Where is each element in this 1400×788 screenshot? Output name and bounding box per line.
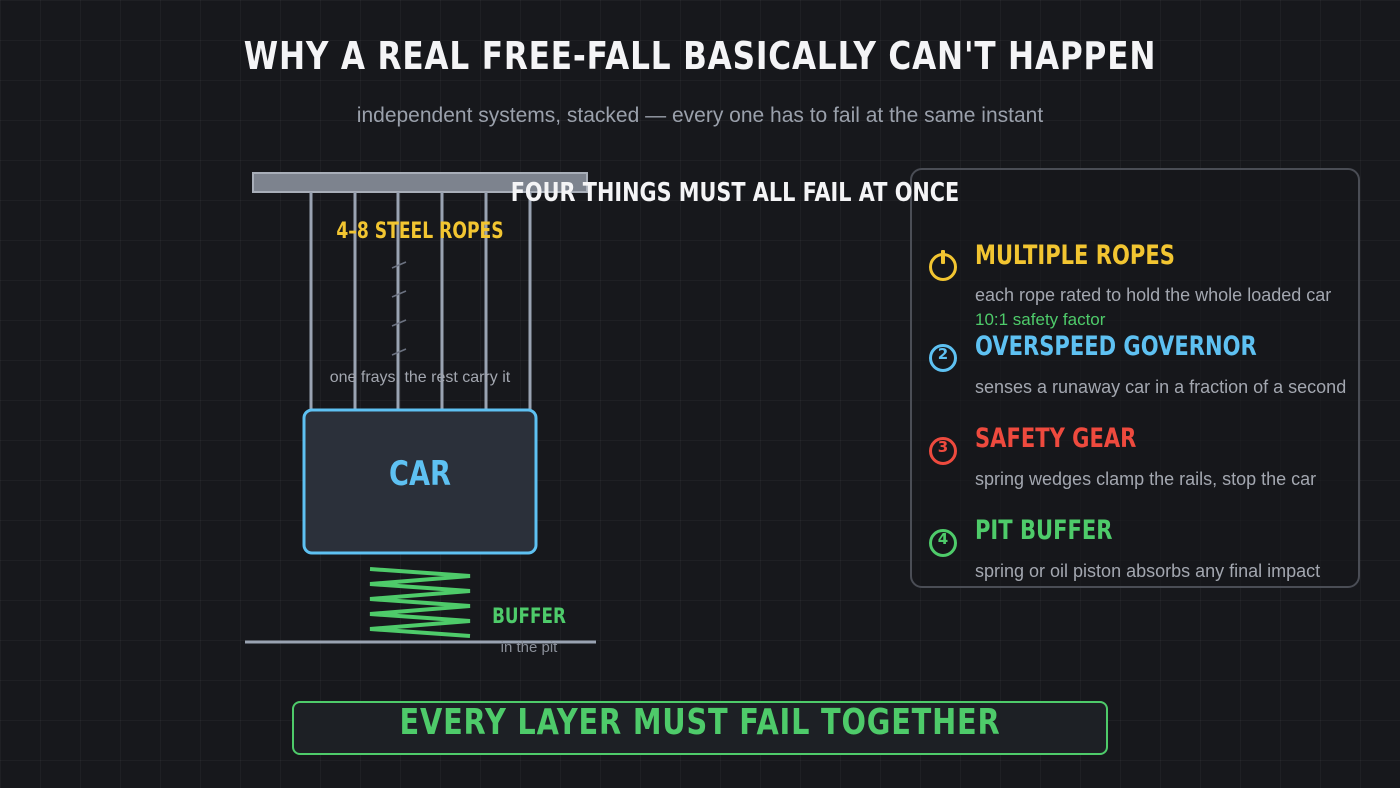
item-safety-gear-desc: spring wedges clamp the rails, stop the … xyxy=(975,469,1317,489)
number-4-icon: 4 xyxy=(929,529,957,557)
steel-ropes xyxy=(309,192,532,410)
buffer-label: BUFFER xyxy=(492,604,566,628)
page-subtitle: independent systems, stacked — every one… xyxy=(356,104,1044,127)
item-multiple-ropes-desc: each rope rated to hold the whole loaded… xyxy=(975,285,1332,305)
number-2-icon: 2 xyxy=(929,344,957,372)
item-multiple-ropes-title: MULTIPLE ROPES xyxy=(975,240,1175,271)
power-icon xyxy=(929,250,957,281)
item-pit-buffer-title: PIT BUFFER xyxy=(975,515,1113,546)
item-overspeed-governor-title: OVERSPEED GOVERNOR xyxy=(975,331,1257,362)
page-title: WHY A REAL FREE-FALL BASICALLY CAN'T HAP… xyxy=(243,34,1157,78)
conclusion-text: EVERY LAYER MUST FAIL TOGETHER xyxy=(399,702,1001,743)
buffer-spring xyxy=(369,567,471,638)
fray-marks xyxy=(391,261,407,356)
ropes-label: 4–8 STEEL ROPES xyxy=(336,218,503,244)
top-beam xyxy=(252,172,588,193)
conclusion-banner xyxy=(292,701,1108,755)
number-3-icon: 3 xyxy=(929,437,957,465)
item-overspeed-governor-desc: senses a runaway car in a fraction of a … xyxy=(975,377,1347,397)
failure-panel xyxy=(910,168,1360,588)
item-pit-buffer-desc: spring or oil piston absorbs any final i… xyxy=(975,561,1321,581)
item-safety-gear-title: SAFETY GEAR xyxy=(975,423,1137,454)
item-multiple-ropes-note: 10:1 safety factor xyxy=(975,310,1106,329)
fray-note: one frays, the rest carry it xyxy=(330,369,511,386)
elevator-car xyxy=(302,408,538,555)
car-label: CAR xyxy=(389,454,451,494)
panel-title: FOUR THINGS MUST ALL FAIL AT ONCE xyxy=(510,178,960,208)
buffer-sub: in the pit xyxy=(501,639,559,656)
